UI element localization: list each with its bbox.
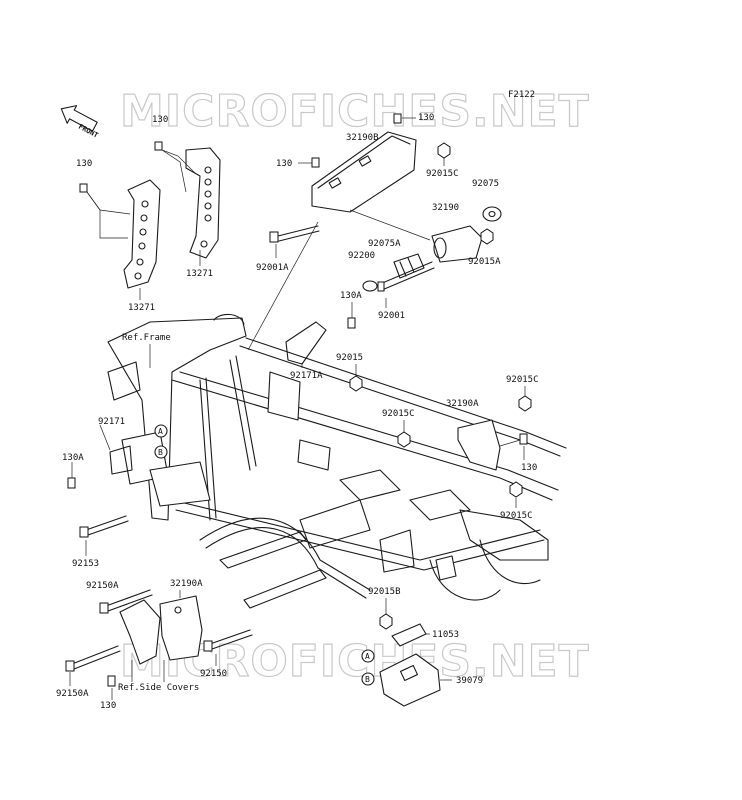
label-13271-left: 13271 <box>128 303 155 313</box>
main-frame <box>107 313 567 609</box>
bolt-130-d <box>393 113 402 124</box>
bolt-130A-a <box>347 317 356 329</box>
ref-side-covers-label: Ref.Side Covers <box>118 683 199 693</box>
side-bracket-right-13271 <box>185 147 221 259</box>
label-92153: 92153 <box>72 559 99 569</box>
bolt-130-a <box>154 141 163 151</box>
side-bracket-left-13271 <box>123 179 161 289</box>
label-92015C-2: 92015C <box>506 375 539 385</box>
bolt-92150A-b <box>71 645 119 665</box>
ref-frame-label: Ref.Frame <box>122 333 171 343</box>
label-92015C-1: 92015C <box>426 169 459 179</box>
bolt-92153 <box>85 515 127 531</box>
front-arrow-icon <box>60 105 98 132</box>
label-130-upper-left: 130 <box>152 115 168 125</box>
label-92015: 92015 <box>336 353 363 363</box>
marker-b-frame-label: B <box>158 448 163 457</box>
label-130-left: 130 <box>76 159 92 169</box>
mount-bracket-32190 <box>431 225 483 263</box>
marker-a-frame <box>154 424 168 438</box>
bolt-130-c <box>311 157 320 168</box>
marker-a-frame-label: A <box>158 427 163 436</box>
nut-92015A <box>480 228 494 245</box>
skid-plate-39079 <box>379 653 441 707</box>
label-32190B: 32190B <box>346 133 379 143</box>
label-92015C-4: 92015C <box>500 511 533 521</box>
watermark-top: MICROFICHES.NET <box>120 86 590 137</box>
bolt-130-f <box>107 675 116 687</box>
label-92171: 92171 <box>98 417 125 427</box>
label-92150: 92150 <box>200 669 227 679</box>
label-130A-top: 130A <box>340 291 362 301</box>
marker-a-skid <box>361 649 375 663</box>
nut-92015C-d <box>509 481 523 498</box>
bolt-92150A-a <box>105 589 151 607</box>
mount-bracket-32190A-left <box>159 595 203 661</box>
marker-a-skid-label: A <box>365 652 370 661</box>
mount-bracket-32190A-right <box>457 419 501 471</box>
washer-92075 <box>482 206 502 222</box>
label-92200: 92200 <box>348 251 375 261</box>
nut-92015C-a <box>437 142 451 159</box>
nut-92015 <box>349 375 363 392</box>
bracket-92171A <box>285 321 327 365</box>
label-92001A: 92001A <box>256 263 289 273</box>
washer-92200 <box>362 280 378 292</box>
marker-b-skid-label: B <box>365 675 370 684</box>
bolt-92001 <box>379 261 433 285</box>
side-cover-bracket-left <box>119 599 161 665</box>
label-130A-left: 130A <box>62 453 84 463</box>
bolt-92001A <box>277 225 319 237</box>
nut-92015C-b <box>518 395 532 412</box>
bolt-130-e <box>519 433 528 445</box>
label-92075A: 92075A <box>368 239 401 249</box>
label-32190: 32190 <box>432 203 459 213</box>
label-92150A-1: 92150A <box>86 581 119 591</box>
label-39079: 39079 <box>456 676 483 686</box>
label-92075: 92075 <box>472 179 499 189</box>
label-92015B: 92015B <box>368 587 401 597</box>
label-130-top: 130 <box>418 113 434 123</box>
label-92015C-3: 92015C <box>382 409 415 419</box>
nut-92015C-c <box>397 431 411 448</box>
label-92001: 92001 <box>378 311 405 321</box>
label-13271-right: 13271 <box>186 269 213 279</box>
label-130-right: 130 <box>521 463 537 473</box>
marker-b-frame <box>154 445 168 459</box>
label-92171A: 92171A <box>290 371 323 381</box>
marker-b-skid <box>361 672 375 686</box>
bolt-130A-b <box>67 477 76 489</box>
label-11053: 11053 <box>432 630 459 640</box>
label-130-mid: 130 <box>276 159 292 169</box>
bolt-130-b <box>79 183 88 193</box>
label-32190A-left: 32190A <box>170 579 203 589</box>
diagram-code: F2122 <box>508 90 535 100</box>
label-92015A: 92015A <box>468 257 501 267</box>
top-mount-bracket-32190B <box>311 131 417 213</box>
bolt-92150 <box>209 629 251 645</box>
label-32190A-right: 32190A <box>446 399 479 409</box>
label-130-bottom: 130 <box>100 701 116 711</box>
nut-92015B <box>379 613 393 630</box>
label-92150A-2: 92150A <box>56 689 89 699</box>
